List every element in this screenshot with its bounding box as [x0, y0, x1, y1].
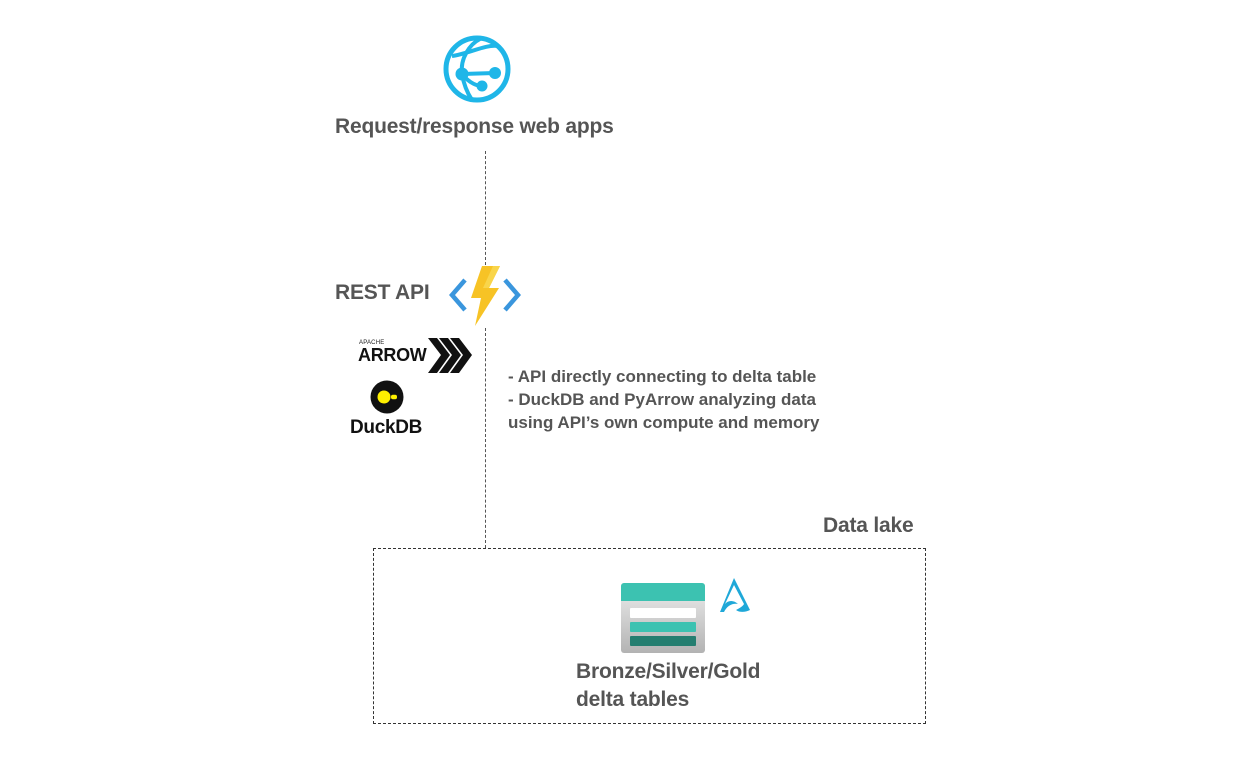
connector-api-to-datalake — [485, 328, 486, 548]
duckdb-mark-icon — [370, 380, 404, 414]
notes: - API directly connecting to delta table… — [508, 365, 819, 434]
tables-label-line1: Bronze/Silver/Gold — [576, 660, 761, 683]
web-apps-label: Request/response web apps — [335, 115, 614, 138]
note-line: - DuckDB and PyArrow analyzing data — [508, 390, 816, 409]
data-lake-container — [373, 548, 926, 724]
tables-label-line2: delta tables — [576, 688, 690, 711]
connector-webapps-to-api — [485, 151, 486, 265]
rest-api-label: REST API — [335, 281, 430, 304]
arrow-text: ARROW — [358, 345, 427, 365]
web-app-globe-icon — [440, 34, 514, 104]
azure-functions-icon — [449, 264, 521, 328]
arrow-chevrons-icon — [428, 338, 472, 373]
storage-table-icon — [620, 582, 706, 654]
note-line: - API directly connecting to delta table — [508, 367, 817, 386]
duckdb-logo: DuckDB — [348, 378, 428, 440]
note-line: using API’s own compute and memory — [508, 413, 820, 432]
arrow-small-text: APACHE — [359, 340, 385, 346]
data-lake-title: Data lake — [823, 514, 914, 537]
delta-lake-icon — [716, 576, 754, 616]
apache-arrow-logo: APACHE ARROW — [358, 336, 476, 376]
duckdb-text: DuckDB — [350, 417, 423, 438]
